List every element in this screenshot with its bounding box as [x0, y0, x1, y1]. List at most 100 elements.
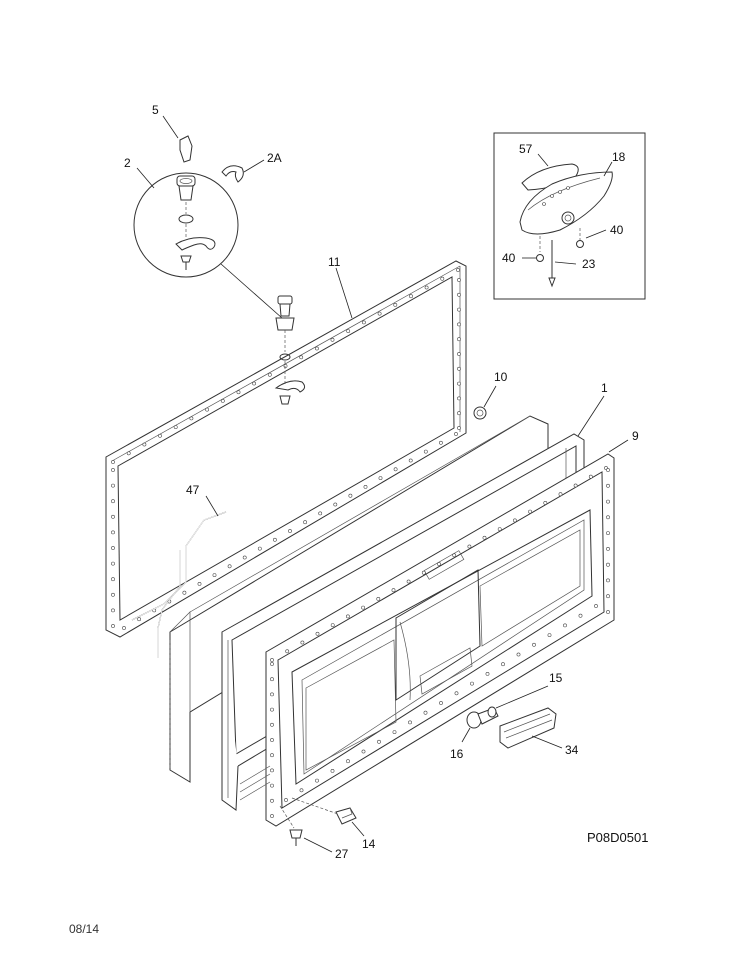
bumper-part-10: 10 — [473, 370, 508, 420]
screw-hole — [467, 544, 472, 549]
screw-hole — [606, 483, 610, 488]
label-47: 47 — [186, 483, 200, 497]
screw-hole — [457, 352, 461, 356]
screw-hole — [303, 520, 308, 525]
screw-hole — [270, 677, 274, 682]
revision-date: 08/14 — [69, 922, 99, 936]
screw-hole — [421, 570, 426, 575]
label-10: 10 — [494, 370, 508, 384]
screw-hole — [111, 592, 115, 597]
screw-hole — [409, 294, 413, 299]
screw-hole — [300, 640, 305, 645]
screw-hole — [220, 398, 225, 403]
screw-hole — [408, 720, 412, 725]
screw-hole — [606, 515, 610, 520]
label-27: 27 — [335, 847, 349, 861]
screw-hole — [142, 442, 147, 447]
key-part-5: 5 — [152, 103, 193, 163]
drawing-code: P08D0501 — [587, 830, 648, 845]
screw-hole — [457, 426, 461, 430]
clip-part-2a: 2A — [221, 151, 282, 183]
screw-hole — [457, 292, 461, 297]
label-2: 2 — [124, 156, 131, 170]
label-57: 57 — [519, 142, 533, 156]
screw-hole — [558, 492, 563, 497]
screw-hole — [270, 798, 274, 803]
screw-hole — [348, 493, 353, 498]
screw-hole — [270, 768, 274, 773]
screw-hole — [361, 320, 366, 325]
screw-hole — [457, 381, 461, 386]
screw-hole — [111, 514, 115, 519]
screw-hole — [345, 614, 350, 619]
screw-hole — [501, 662, 505, 667]
screw-hole — [111, 530, 115, 535]
screw-hole — [457, 396, 461, 401]
screw-hole — [227, 564, 232, 569]
screw-hole — [315, 778, 319, 783]
screw-hole — [606, 578, 610, 583]
label-5: 5 — [152, 103, 159, 117]
screw-hole — [173, 425, 178, 430]
screw-hole — [513, 518, 517, 523]
screw-hole — [497, 527, 502, 532]
screw-hole — [457, 278, 461, 282]
screw-hole — [272, 537, 277, 542]
screw-hole — [285, 649, 290, 654]
screw-hole — [439, 701, 443, 705]
gasket-part-11: 11 — [105, 255, 467, 638]
label-40-left: 40 — [502, 251, 516, 265]
screw-hole — [456, 268, 460, 272]
screw-hole — [528, 509, 533, 514]
screw-hole — [573, 483, 578, 488]
screw-hole — [111, 577, 115, 582]
screw-hole — [406, 579, 411, 584]
screw-hole — [182, 590, 187, 595]
lock-mounted-assembly — [274, 295, 306, 405]
screw-hole — [606, 499, 610, 504]
screw-hole — [283, 364, 288, 368]
screw-hole — [454, 432, 458, 436]
screw-hole — [361, 749, 366, 754]
screw-hole — [363, 484, 368, 489]
screw-hole — [516, 652, 521, 657]
screw-hole — [457, 337, 461, 342]
screw-hole — [257, 546, 262, 551]
label-34: 34 — [565, 743, 579, 757]
inner-liner-part-9: 9 — [239, 429, 639, 827]
screw-hole — [457, 307, 461, 312]
screw-hole — [111, 499, 115, 504]
screw-hole — [377, 311, 382, 316]
screw-hole — [299, 355, 304, 360]
screw-hole — [547, 633, 552, 638]
screw-hole — [393, 467, 398, 472]
screw-hole — [454, 691, 459, 696]
screw-hole — [189, 416, 194, 421]
lock-detail-circle — [133, 172, 283, 319]
screw-hole — [111, 468, 115, 472]
label-14: 14 — [362, 837, 376, 851]
screw-hole — [137, 617, 142, 622]
screw-hole — [270, 658, 274, 662]
screw-hole — [563, 623, 567, 628]
screw-part-27: 27 — [279, 805, 349, 861]
screw-hole — [330, 769, 335, 773]
screw-hole — [457, 322, 461, 327]
screw-hole — [270, 692, 274, 697]
screw-hole — [267, 372, 272, 377]
label-15: 15 — [549, 671, 563, 685]
screw-hole — [378, 476, 383, 481]
screw-hole — [242, 555, 247, 560]
screw-hole — [122, 626, 126, 630]
screw-hole — [606, 562, 610, 567]
screw-hole — [423, 710, 428, 715]
screw-hole — [270, 707, 274, 712]
screw-hole — [111, 608, 115, 613]
screw-hole — [376, 597, 381, 601]
label-9: 9 — [632, 429, 639, 443]
screw-hole — [197, 582, 202, 586]
screw-hole — [270, 753, 274, 758]
screw-hole — [318, 511, 323, 516]
screw-hole — [532, 642, 536, 647]
